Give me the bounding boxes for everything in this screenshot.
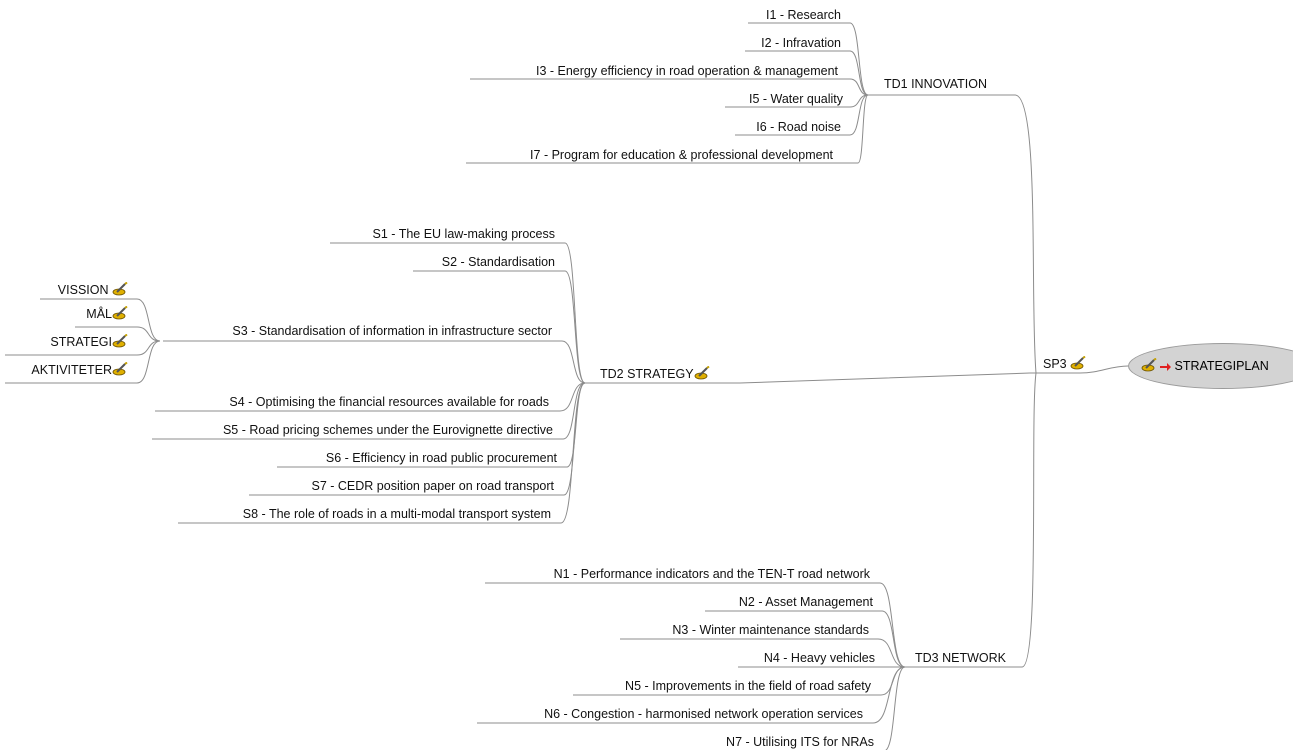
subtopic-s4[interactable]: S4 - Optimising the financial resources … — [229, 394, 549, 410]
note-pen-icon — [694, 365, 712, 384]
subtopic-i1[interactable]: I1 - Research — [766, 7, 841, 23]
subtopic-label: S3 - Standardisation of information in i… — [232, 324, 552, 338]
central-topic[interactable]: STRATEGIPLAN — [1128, 343, 1293, 389]
subtopic-s6[interactable]: S6 - Efficiency in road public procureme… — [326, 450, 557, 466]
s3-child-vission[interactable]: VISSION — [57, 281, 130, 300]
hub-sp3[interactable]: SP3 — [1043, 355, 1088, 374]
topic-td2-strategy[interactable]: TD2 STRATEGY — [600, 365, 712, 384]
note-pen-icon — [112, 281, 130, 300]
subtopic-label: N3 - Winter maintenance standards — [672, 623, 869, 637]
note-pen-icon — [1141, 357, 1159, 375]
topic-td1-innovation[interactable]: TD1 INNOVATION — [884, 76, 987, 92]
subtopic-s5[interactable]: S5 - Road pricing schemes under the Euro… — [223, 422, 553, 438]
subtopic-label: I1 - Research — [765, 8, 841, 22]
subtopic-label: S5 - Road pricing schemes under the Euro… — [222, 423, 553, 437]
subtopic-s3[interactable]: S3 - Standardisation of information in i… — [232, 323, 552, 339]
subtopic-label: N2 - Asset Management — [738, 595, 873, 609]
subtopic-s7[interactable]: S7 - CEDR position paper on road transpo… — [312, 478, 555, 494]
subtopic-n4[interactable]: N4 - Heavy vehicles — [764, 650, 875, 666]
subtopic-label: I3 - Energy efficiency in road operation… — [535, 64, 838, 78]
note-pen-icon — [112, 361, 130, 380]
subtopic-label: MÅL — [86, 307, 112, 321]
subtopic-label: I2 - Infravation — [761, 36, 841, 50]
subtopic-label: S1 - The EU law-making process — [372, 227, 555, 241]
s3-child-mal[interactable]: MÅL — [86, 305, 130, 324]
td1-label: TD1 INNOVATION — [884, 77, 988, 91]
subtopic-label: I6 - Road noise — [756, 120, 841, 134]
hub-label: SP3 — [1043, 357, 1067, 371]
subtopic-n5[interactable]: N5 - Improvements in the field of road s… — [625, 678, 871, 694]
subtopic-i7[interactable]: I7 - Program for education & professiona… — [530, 147, 833, 163]
subtopic-n7[interactable]: N7 - Utilising ITS for NRAs — [726, 734, 874, 750]
subtopic-label: S2 - Standardisation — [441, 255, 555, 269]
subtopic-label: AKTIVITETER — [31, 363, 112, 377]
subtopic-n6[interactable]: N6 - Congestion - harmonised network ope… — [544, 706, 863, 722]
s3-child-aktiviteter[interactable]: AKTIVITETER — [31, 361, 130, 380]
subtopic-label: S4 - Optimising the financial resources … — [229, 395, 549, 409]
subtopic-label: S8 - The role of roads in a multi-modal … — [242, 507, 551, 521]
subtopic-label: I5 - Water quality — [748, 92, 843, 106]
subtopic-label: VISSION — [57, 283, 109, 297]
note-pen-icon — [112, 305, 130, 324]
subtopic-n2[interactable]: N2 - Asset Management — [739, 594, 873, 610]
subtopic-i2[interactable]: I2 - Infravation — [761, 35, 841, 51]
note-pen-icon — [112, 333, 130, 352]
red-arrow-icon — [1159, 361, 1171, 375]
subtopic-label: N1 - Performance indicators and the TEN-… — [553, 567, 870, 581]
td3-label: TD3 NETWORK — [915, 651, 1006, 665]
central-topic-label: STRATEGIPLAN — [1174, 359, 1269, 373]
subtopic-label: S7 - CEDR position paper on road transpo… — [311, 479, 555, 493]
subtopic-label: N6 - Congestion - harmonised network ope… — [544, 707, 863, 721]
subtopic-label: N5 - Improvements in the field of road s… — [625, 679, 871, 693]
subtopic-label: N7 - Utilising ITS for NRAs — [726, 735, 874, 749]
subtopic-label: N4 - Heavy vehicles — [763, 651, 875, 665]
subtopic-n3[interactable]: N3 - Winter maintenance standards — [672, 622, 869, 638]
subtopic-i6[interactable]: I6 - Road noise — [756, 119, 841, 135]
subtopic-label: I7 - Program for education & professiona… — [530, 148, 833, 162]
subtopic-s8[interactable]: S8 - The role of roads in a multi-modal … — [243, 506, 551, 522]
topic-td3-network[interactable]: TD3 NETWORK — [915, 650, 1006, 666]
s3-child-strategi[interactable]: STRATEGI — [50, 333, 130, 352]
subtopic-n1[interactable]: N1 - Performance indicators and the TEN-… — [554, 566, 870, 582]
subtopic-s2[interactable]: S2 - Standardisation — [442, 254, 555, 270]
subtopic-label: S6 - Efficiency in road public procureme… — [325, 451, 557, 465]
subtopic-i5[interactable]: I5 - Water quality — [749, 91, 843, 107]
td2-label: TD2 STRATEGY — [600, 367, 694, 381]
note-pen-icon — [1070, 355, 1088, 374]
subtopic-i3[interactable]: I3 - Energy efficiency in road operation… — [536, 63, 838, 79]
subtopic-s1[interactable]: S1 - The EU law-making process — [373, 226, 555, 242]
subtopic-label: STRATEGI — [50, 335, 112, 349]
